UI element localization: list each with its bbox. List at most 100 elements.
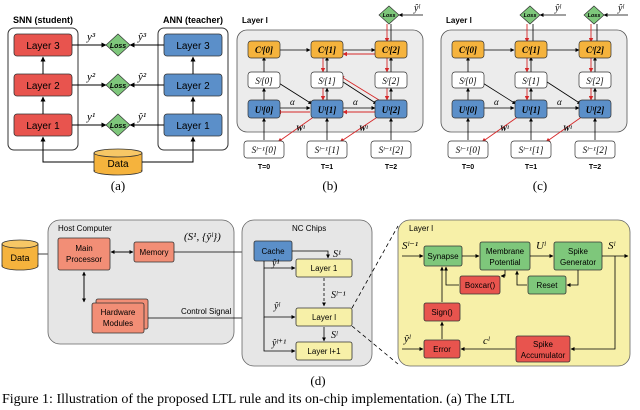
c-label: cˡ <box>483 335 490 347</box>
c-c-node-1 <box>514 40 548 59</box>
c-w-1: Wˡ <box>563 124 572 133</box>
nc-layer-l1-label: Layer l+1 <box>307 347 341 356</box>
c-u-node-1 <box>514 99 548 119</box>
loss-label-2: Loss <box>110 83 126 90</box>
boxcar <box>459 275 501 295</box>
panel-c: Layer l <box>440 3 628 193</box>
sign-label: Sign() <box>431 308 453 317</box>
c-s-node-1 <box>514 71 548 89</box>
memory-label: Memory <box>140 248 169 257</box>
loss-diamond-1 <box>105 113 131 137</box>
d-data-label: Data <box>10 253 29 263</box>
hardware-label-2: Modules <box>103 319 133 328</box>
b-u-label-1: Uˡ[1] <box>318 105 337 115</box>
spike-acc-label-1: Spike <box>533 340 554 349</box>
c-yhat-1: ŷˡ <box>554 3 561 14</box>
spike-gen-label-2: Generator <box>560 258 596 267</box>
b-t-label-2: T=2 <box>385 164 397 171</box>
yhat-in-label: ŷˡ <box>403 333 411 345</box>
c-u-node-2 <box>578 99 612 119</box>
c-u-node-0 <box>451 99 485 119</box>
b-u-label-0: Uˡ[0] <box>255 105 274 115</box>
loss-label-1: Loss <box>110 123 126 130</box>
b-u-node-0 <box>247 99 281 119</box>
b-alpha-1: α <box>353 97 358 107</box>
c-s-node-2 <box>578 71 612 89</box>
nc-layer-l <box>295 307 353 327</box>
b-sprev-label-1: Sˡ⁻¹[1] <box>315 145 340 155</box>
c-s-label-0: Sˡ[0] <box>459 76 477 86</box>
c-c-label-1: Cˡ[1] <box>522 45 540 55</box>
reset <box>527 275 567 295</box>
nc-sl-minus-1: Sˡ⁻¹ <box>331 290 346 301</box>
nc-s1: S¹ <box>333 249 341 260</box>
b-loss-diamond <box>378 5 400 25</box>
c-alpha-1: α <box>557 97 562 107</box>
c-loss-label-1: Loss <box>524 13 537 19</box>
spike-acc-label-2: Accumulator <box>521 351 566 360</box>
b-u-node-1 <box>310 99 344 119</box>
b-sprev-label-0: Sˡ⁻¹[0] <box>252 145 277 155</box>
c-yhat-2: ŷˡ <box>617 3 624 14</box>
c-sprev-label-2: Sˡ⁻¹[2] <box>583 145 608 155</box>
b-w-1: Wˡ <box>359 124 368 133</box>
loss-label-3: Loss <box>110 43 126 50</box>
c-t-label-0: T=0 <box>462 164 474 171</box>
detail-title: Layer l <box>409 224 433 233</box>
ann-layer-2-label: Layer 2 <box>176 81 210 92</box>
b-c-label-2: Cˡ[2] <box>382 45 400 55</box>
main-processor-label-2: Processor <box>66 255 102 264</box>
c-c-node-0 <box>451 40 485 59</box>
c-t-label-1: T=1 <box>525 164 537 171</box>
spike-gen-label-1: Spike <box>568 247 589 256</box>
synapse-label: Synapse <box>427 252 459 261</box>
b-c-node-2 <box>374 40 408 59</box>
d-data-cylinder <box>1 239 39 271</box>
b-s-label-0: Sˡ[0] <box>255 76 273 86</box>
b-u-label-2: Uˡ[2] <box>382 105 401 115</box>
snn-layer-1-label: Layer 1 <box>26 121 60 132</box>
nc-title: NC Chips <box>292 224 326 233</box>
spike-accumulator <box>515 335 571 363</box>
yhat-label-3: ŷ³ <box>137 31 147 43</box>
c-c-label-0: Cˡ[0] <box>459 45 477 55</box>
b-sprev-node-0 <box>243 140 285 159</box>
c-c-node-2 <box>578 40 612 59</box>
main-processor-label-1: Main <box>75 244 92 253</box>
y-label-2: y² <box>86 71 96 83</box>
hardware-label-1: Hardware <box>101 308 136 317</box>
c-t-label-2: T=2 <box>589 164 601 171</box>
loss-diamond-2 <box>105 73 131 97</box>
c-s-label-2: Sˡ[2] <box>586 76 604 86</box>
b-s-node-0 <box>247 71 281 89</box>
c-c-label-2: Cˡ[2] <box>586 45 604 55</box>
b-u-node-2 <box>374 99 408 119</box>
control-signal-label: Control Signal <box>181 307 231 316</box>
out-label: Sˡ <box>608 240 616 252</box>
membrane-label-1: Membrane <box>486 247 525 256</box>
b-alpha-0: α <box>290 97 295 107</box>
yhat-label-1: ŷ¹ <box>137 111 146 123</box>
b-s-node-1 <box>310 71 344 89</box>
nc-layer-l-label: Layer l <box>312 313 336 322</box>
c-loss-label-2: Loss <box>588 13 601 19</box>
loss-diamond-3 <box>105 33 131 57</box>
b-yhat: ŷˡ <box>413 3 420 14</box>
b-sprev-node-1 <box>306 140 348 159</box>
ann-title: ANN (teacher) <box>163 15 223 25</box>
c-sprev-node-2 <box>574 140 616 159</box>
b-c-label-0: Cˡ[0] <box>255 45 273 55</box>
b-c-node-1 <box>310 40 344 59</box>
snn-layer-3-label: Layer 3 <box>26 41 60 52</box>
panel-c-label: (c) <box>533 178 547 193</box>
panel-b-layer-title: Layer l <box>242 16 268 25</box>
b-s-label-1: Sˡ[1] <box>318 76 336 86</box>
panel-a: SNN (student) ANN (teacher) Layer 3 Laye… <box>7 15 229 193</box>
b-t-label-1: T=1 <box>321 164 333 171</box>
b-sprev-label-2: Sˡ⁻¹[2] <box>379 145 404 155</box>
y-label-1: y¹ <box>86 111 95 123</box>
c-s-label-1: Sˡ[1] <box>522 76 540 86</box>
b-t-label-0: T=0 <box>258 164 270 171</box>
sign <box>423 302 461 322</box>
c-loss-diamond-2 <box>583 5 605 25</box>
